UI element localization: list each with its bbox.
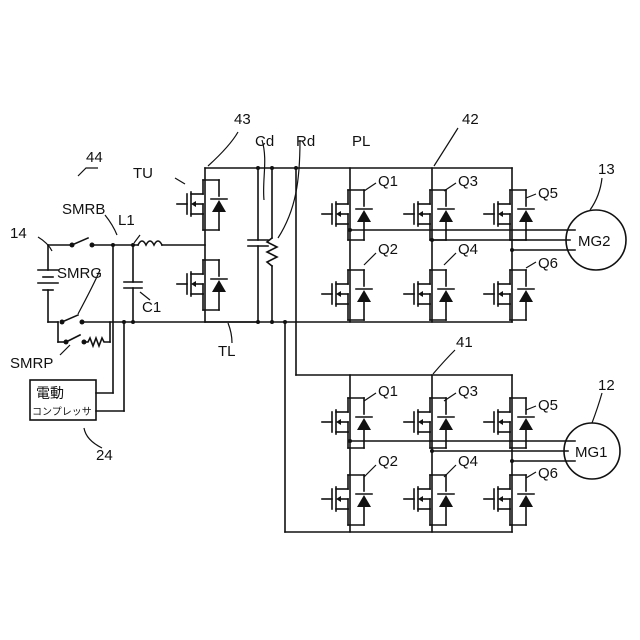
label-c1: C1 (142, 299, 161, 316)
label-q5-inv41: Q5 (538, 397, 558, 414)
label-q6-inv42: Q6 (538, 255, 558, 272)
label-44: 44 (86, 149, 103, 166)
relay-smrp (58, 335, 110, 346)
label-l1: L1 (118, 212, 135, 229)
label-q5-inv42: Q5 (538, 185, 558, 202)
switch-tu (177, 180, 227, 230)
relay-smrg (60, 315, 85, 325)
label-pl: PL (352, 133, 370, 150)
label-cd: Cd (255, 133, 274, 150)
label-smrp: SMRP (10, 355, 53, 372)
label-q4-inv41: Q4 (458, 453, 478, 470)
label-q2-inv42: Q2 (378, 241, 398, 258)
label-q3-inv41: Q3 (458, 383, 478, 400)
label-rd: Rd (296, 133, 315, 150)
label-mg1: MG1 (575, 444, 608, 461)
label-q3-inv42: Q3 (458, 173, 478, 190)
label-q1-inv42: Q1 (378, 173, 398, 190)
compressor-label-line1: 電動 (36, 386, 64, 402)
label-q4-inv42: Q4 (458, 241, 478, 258)
label-q1-inv41: Q1 (378, 383, 398, 400)
inductor-l1 (138, 241, 162, 245)
label-14: 14 (10, 225, 27, 242)
label-tl: TL (218, 343, 236, 360)
relay-smrb (70, 238, 95, 248)
label-13: 13 (598, 161, 615, 178)
label-tu: TU (133, 165, 153, 182)
switch-tl (177, 260, 227, 310)
label-43: 43 (234, 111, 251, 128)
capacitor-c1 (124, 245, 142, 322)
label-12: 12 (598, 377, 615, 394)
label-smrb: SMRB (62, 201, 105, 218)
compressor-label-line2: コンプレッサ (32, 406, 92, 418)
label-smrg: SMRG (57, 265, 102, 282)
label-q2-inv41: Q2 (378, 453, 398, 470)
label-q6-inv41: Q6 (538, 465, 558, 482)
label-mg2: MG2 (578, 233, 611, 250)
label-42: 42 (462, 111, 479, 128)
label-24: 24 (96, 447, 113, 464)
label-41: 41 (456, 334, 473, 351)
battery-14 (38, 245, 58, 322)
